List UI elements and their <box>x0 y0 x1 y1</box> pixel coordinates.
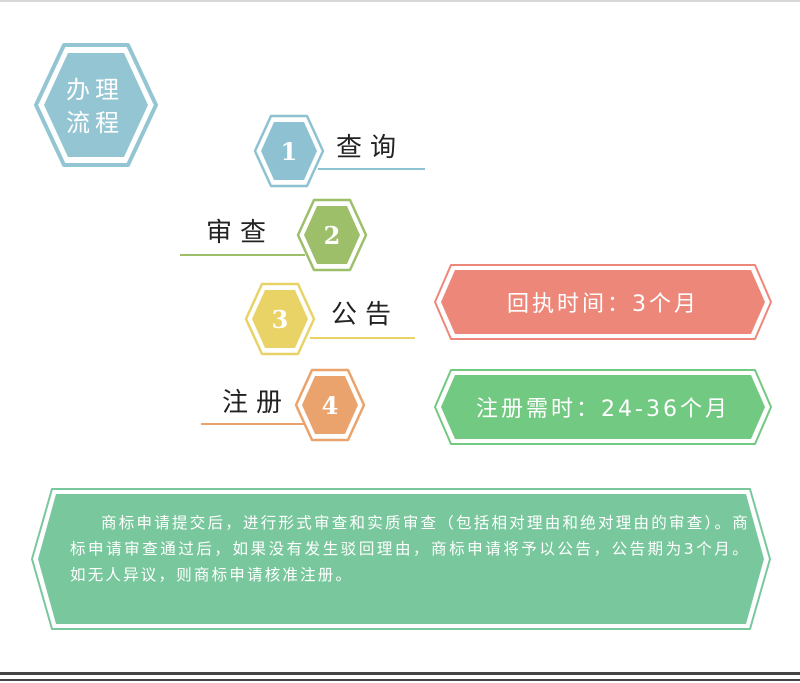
registration-time-pill-shape <box>434 369 772 445</box>
receipt-time-text: 回执时间：3个月 <box>507 292 699 317</box>
step-3-underline <box>310 337 415 339</box>
badge-line1: 办理 <box>66 76 124 104</box>
step-3-hexagon-shape <box>244 282 316 356</box>
step-3-label: 公告 <box>331 300 400 330</box>
badge-hexagon-shape <box>34 43 158 167</box>
step-1-underline <box>318 168 425 170</box>
step-2-number: 2 <box>323 220 341 250</box>
step-2-hexagon-shape <box>296 198 368 272</box>
bottom-divider-thick <box>0 672 800 675</box>
step-2-label: 审查 <box>206 218 275 248</box>
step-4-number: 4 <box>321 390 339 420</box>
step-4-hexagon-shape <box>294 368 366 442</box>
description-text: 商标申请提交后，进行形式审查和实质审查（包括相对理由和绝对理由的审查）。商标申请… <box>70 514 750 584</box>
step-1-hexagon-shape <box>253 114 325 188</box>
badge-line2: 流程 <box>66 109 124 137</box>
step-4-label: 注册 <box>222 388 291 418</box>
registration-time-text: 注册需时：24-36个月 <box>476 397 730 422</box>
receipt-time-pill-shape <box>434 264 772 340</box>
step-3-number: 3 <box>271 304 289 334</box>
description-box-shape <box>31 488 771 630</box>
bottom-divider-thin <box>0 679 800 681</box>
step-1-number: 1 <box>280 136 298 166</box>
top-divider <box>0 0 800 2</box>
step-1-label: 查询 <box>336 133 405 163</box>
step-2-underline <box>180 254 305 256</box>
step-4-underline <box>201 423 304 425</box>
